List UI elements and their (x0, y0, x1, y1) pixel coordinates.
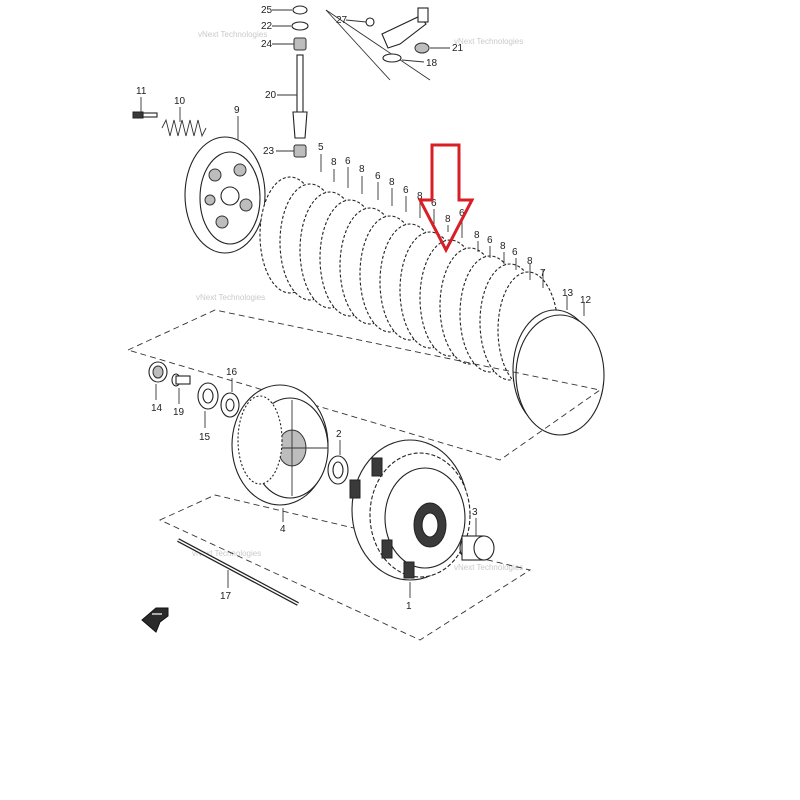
clutch-plate-stack (259, 176, 559, 389)
part-label-8: 8 (527, 256, 533, 267)
washer-part-2-hole (332, 461, 344, 479)
push-rod-part-17 (177, 538, 299, 606)
part-label-8: 8 (417, 191, 423, 202)
part-label-8: 8 (500, 241, 506, 252)
part-label-19: 19 (173, 407, 185, 418)
arm-pin (414, 42, 430, 54)
clutch-hub-part-4 (231, 384, 329, 506)
part-label-3: 3 (472, 507, 478, 518)
part-label-18: 18 (426, 58, 438, 69)
assembly-outline-box (126, 309, 602, 461)
part-label-2: 2 (336, 429, 342, 440)
washer-part-18 (382, 53, 402, 63)
part-label-21: 21 (452, 43, 464, 54)
watermark: vNext Technologies (192, 549, 261, 558)
ring-part-12 (515, 314, 605, 436)
part-label-17: 17 (220, 591, 232, 602)
part-label-13: 13 (562, 288, 574, 299)
bolt-part-11 (132, 111, 158, 119)
front-direction-icon (141, 607, 169, 633)
bearing-part-24 (293, 37, 307, 51)
part-label-8: 8 (389, 177, 395, 188)
washer-part-22 (291, 21, 309, 31)
shaft-gear-part-20 (292, 111, 308, 139)
part-label-6: 6 (459, 208, 465, 219)
part-label-6: 6 (431, 198, 437, 209)
spring-part-10 (161, 118, 207, 138)
watermark: vNext Technologies (454, 37, 523, 46)
part-label-8: 8 (474, 230, 480, 241)
push-rod-assembly (291, 5, 309, 158)
part-label-24: 24 (261, 39, 273, 50)
part-label-22: 22 (261, 21, 273, 32)
down-arrow-icon (417, 143, 475, 254)
part-label-8: 8 (445, 214, 451, 225)
part-label-7: 7 (540, 268, 546, 279)
leader-line (345, 19, 367, 23)
part-label-6: 6 (375, 171, 381, 182)
part-label-27: 27 (336, 15, 348, 26)
highlight-arrow (417, 143, 475, 254)
bolt-part-27 (365, 17, 375, 27)
part-label-8: 8 (331, 157, 337, 168)
leader-line (401, 59, 425, 63)
part-label-9: 9 (234, 105, 240, 116)
bearing-part-14 (148, 361, 168, 383)
part-label-25: 25 (261, 5, 273, 16)
watermark: vNext Technologies (196, 293, 265, 302)
bearing-part-15 (197, 382, 219, 410)
part-label-5: 5 (318, 142, 324, 153)
part-label-16: 16 (226, 367, 238, 378)
washer-part-16 (220, 392, 240, 418)
reference-line (325, 9, 391, 81)
pressure-plate-part-9 (184, 136, 266, 254)
part-label-14: 14 (151, 403, 163, 414)
part-label-4: 4 (280, 524, 286, 535)
part-label-10: 10 (174, 96, 186, 107)
lower-outline-box (158, 494, 532, 641)
part-label-12: 12 (580, 295, 592, 306)
arm-bolt (417, 7, 429, 23)
watermark: vNext Technologies (454, 563, 523, 572)
part-label-20: 20 (265, 90, 277, 101)
clutch-housing-part-1 (349, 439, 471, 581)
bushing-part-23 (293, 144, 307, 158)
part-label-6: 6 (345, 156, 351, 167)
reference-line (325, 9, 431, 81)
part-label-8: 8 (359, 164, 365, 175)
arm-part-21 (381, 15, 427, 49)
pin-part-19 (171, 373, 191, 387)
part-label-23: 23 (263, 146, 275, 157)
part-label-6: 6 (512, 247, 518, 258)
part-label-1: 1 (406, 601, 412, 612)
part-label-11: 11 (136, 86, 147, 97)
part-label-6: 6 (487, 235, 493, 246)
part-label-15: 15 (199, 432, 211, 443)
nut-part-25 (292, 5, 308, 15)
part-label-6: 6 (403, 185, 409, 196)
watermark: vNext Technologies (198, 30, 267, 39)
spacer-part-3 (459, 535, 495, 561)
